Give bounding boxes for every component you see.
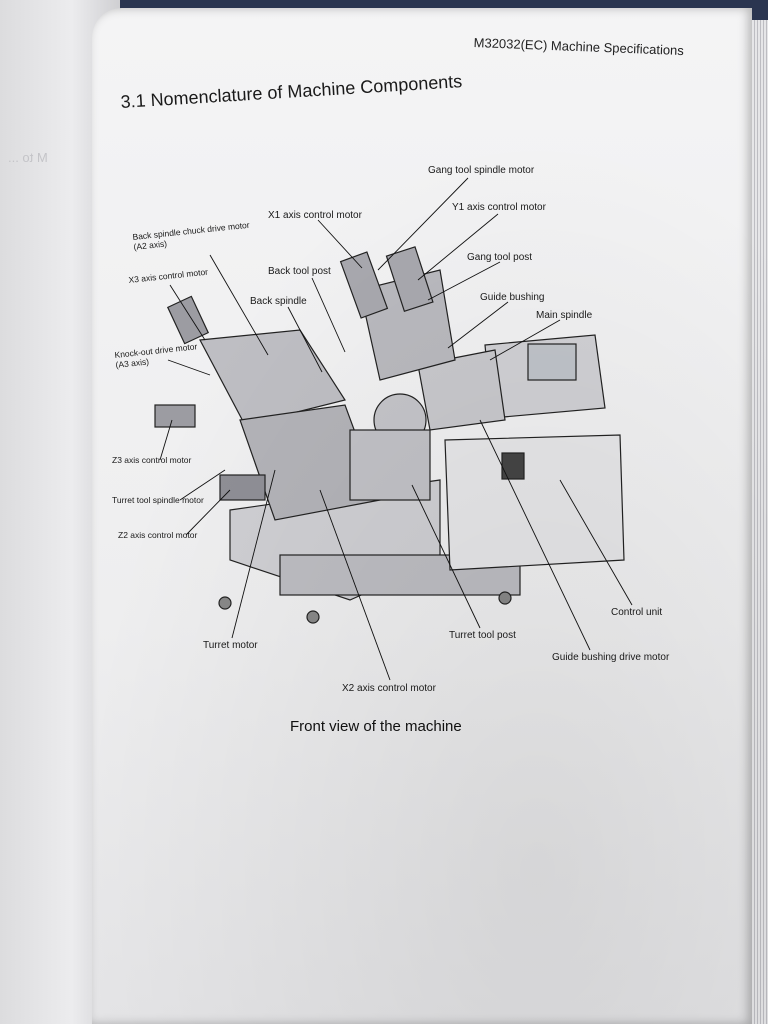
label-control-unit: Control unit: [611, 607, 663, 618]
leader-line: [311, 277, 346, 353]
control-screen: [527, 343, 577, 381]
leader-line: [559, 479, 633, 606]
main-spindle-housing: [417, 349, 506, 431]
leader-line: [179, 469, 226, 501]
turret-tool-post-body: [349, 429, 431, 501]
foot: [218, 596, 232, 610]
leader-line: [287, 306, 323, 373]
z3-motor: [154, 404, 196, 428]
label-z3-axis-control-motor: Z3 axis control motor: [112, 455, 192, 465]
leader-line: [417, 213, 499, 281]
cabinet-vent: [501, 452, 525, 480]
leader-line: [411, 484, 481, 629]
label-main-spindle: Main spindle: [536, 310, 593, 321]
foot: [498, 591, 512, 605]
leader-line: [209, 254, 269, 356]
label-guide-bushing-drive-motor: Guide bushing drive motor: [552, 652, 670, 663]
leader-line: [319, 489, 391, 681]
leader-line: [377, 177, 469, 271]
label-x1-axis-control-motor: X1 axis control motor: [268, 210, 362, 221]
leader-line: [447, 301, 509, 349]
label-back-tool-post: Back tool post: [268, 266, 331, 277]
gang-tool-spindle-motor: [385, 246, 434, 313]
leader-line: [427, 261, 501, 301]
leader-line: [479, 419, 591, 651]
x1-motor: [339, 251, 389, 319]
label-gang-tool-spindle-motor: Gang tool spindle motor: [428, 165, 535, 176]
label-z2-axis-control-motor: Z2 axis control motor: [118, 530, 198, 540]
x3-motor: [166, 295, 210, 345]
leader-line: [185, 489, 231, 536]
turret-motor-body: [219, 474, 266, 501]
leader-line: [231, 469, 276, 639]
label-y1-axis-control-motor: Y1 axis control motor: [452, 202, 546, 213]
leader-line: [169, 284, 206, 341]
back-spindle-assembly: [199, 329, 346, 426]
figure-caption: Front view of the machine: [290, 718, 462, 735]
leader-line: [489, 319, 561, 361]
label-turret-motor: Turret motor: [203, 640, 258, 651]
label-turret-tool-post: Turret tool post: [449, 630, 516, 641]
leader-line: [317, 219, 363, 269]
label-turret-tool-spindle-motor: Turret tool spindle motor: [112, 495, 204, 505]
leader-line: [167, 359, 211, 376]
label-guide-bushing: Guide bushing: [480, 292, 545, 303]
leader-line: [159, 419, 173, 461]
foot: [306, 610, 320, 624]
label-x2-axis-control-motor: X2 axis control motor: [342, 683, 436, 694]
label-back-spindle: Back spindle: [250, 296, 307, 307]
label-gang-tool-post: Gang tool post: [467, 252, 533, 263]
control-cabinet: [444, 434, 625, 571]
